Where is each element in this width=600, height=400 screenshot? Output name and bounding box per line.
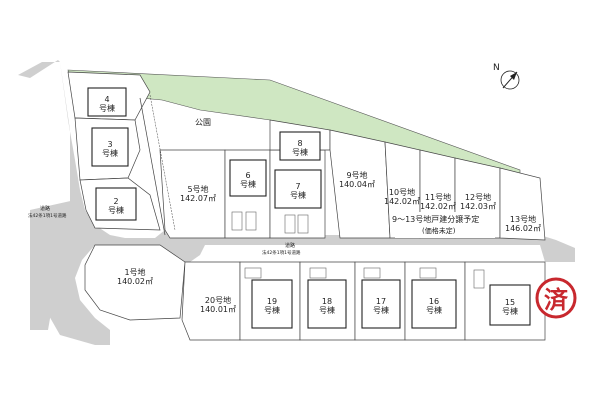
road-label-center: 道路 <box>285 242 295 249</box>
house-19-footprint <box>251 279 293 329</box>
house-number-19: 19 <box>267 297 277 306</box>
plot-name-1: 1号地 <box>124 267 145 277</box>
schedule-note: 9〜13号地戸建分譲予定 <box>392 214 479 224</box>
house-6-footprint <box>229 159 267 197</box>
road-left-bend <box>30 200 75 330</box>
plot-name-12: 12号地 <box>465 192 491 202</box>
house-suffix-2: 号棟 <box>108 205 124 215</box>
schedule-band <box>395 212 495 238</box>
road-west <box>18 60 575 345</box>
parcel-20 <box>181 261 241 341</box>
house-number-6: 6 <box>245 171 250 180</box>
house-suffix-4: 号棟 <box>99 103 115 113</box>
plot-area-20: 140.01㎡ <box>200 305 236 314</box>
plot-area-13: 146.02㎡ <box>505 224 541 233</box>
plot-name-10: 10号地 <box>389 187 415 197</box>
house-suffix-6: 号棟 <box>240 179 256 189</box>
north-label: N <box>493 63 500 73</box>
parking-spot <box>245 211 257 231</box>
house-suffix-19: 号棟 <box>264 305 280 315</box>
parking-spot <box>419 267 437 279</box>
plot-area-12: 142.03㎡ <box>460 202 496 211</box>
plot-area-9: 140.04㎡ <box>339 180 375 189</box>
house-number-17: 17 <box>376 297 386 306</box>
parking-spot <box>244 267 262 279</box>
svg-text:済: 済 <box>544 286 569 314</box>
house-suffix-15: 号棟 <box>502 306 518 316</box>
plot-area-1: 140.02㎡ <box>117 277 153 286</box>
house-suffix-18: 号棟 <box>319 305 335 315</box>
house-15-footprint <box>489 284 531 326</box>
parking-spot <box>473 269 485 289</box>
house-7-footprint <box>274 169 322 209</box>
house-number-15: 15 <box>505 298 515 307</box>
house-number-4: 4 <box>104 95 109 104</box>
plot-name-13: 13号地 <box>510 214 536 224</box>
park-label: 公園 <box>195 118 211 127</box>
house-number-18: 18 <box>322 297 332 306</box>
parcel-1 <box>84 244 186 321</box>
house-2-footprint <box>95 187 137 221</box>
house-suffix-17: 号棟 <box>373 305 389 315</box>
parcel-13 <box>499 167 546 241</box>
house-suffix-16: 号棟 <box>426 305 442 315</box>
parking-spot <box>231 211 243 231</box>
house-number-16: 16 <box>429 297 439 306</box>
sold-stamp: 済 <box>535 277 577 319</box>
plot-area-10: 142.02㎡ <box>384 197 420 206</box>
house-18-footprint <box>307 279 347 329</box>
house-suffix-7: 号棟 <box>290 190 306 200</box>
price-note: (価格未定) <box>422 226 456 235</box>
site-boundary-line <box>139 97 166 236</box>
plot-name-5: 5号地 <box>187 184 208 194</box>
road-label-center-law: 法42条1項1号道路 <box>262 249 301 256</box>
plot-name-20: 20号地 <box>205 295 231 305</box>
plot-area-11: 142.02㎡ <box>420 202 456 211</box>
parking-spot <box>284 214 296 234</box>
parking-spot <box>297 214 309 234</box>
plot-area-5: 142.07㎡ <box>180 194 216 203</box>
road-label-west: 道路 <box>40 205 50 212</box>
house-8-footprint <box>279 131 321 161</box>
parking-spot <box>363 267 381 279</box>
house-suffix-8: 号棟 <box>292 147 308 157</box>
road-label-west-law: 法42条1項1号道路 <box>28 212 67 219</box>
house-number-2: 2 <box>113 197 118 206</box>
house-3-footprint <box>91 127 129 167</box>
plot-name-11: 11号地 <box>425 192 451 202</box>
house-suffix-3: 号棟 <box>102 148 118 158</box>
parcel-5 <box>159 149 226 239</box>
house-4-footprint <box>87 87 127 117</box>
site-boundary-line <box>149 94 176 231</box>
house-17-footprint <box>361 279 401 329</box>
house-number-3: 3 <box>107 140 112 149</box>
house-number-8: 8 <box>297 139 302 148</box>
house-16-footprint <box>411 279 457 329</box>
house-number-7: 7 <box>295 182 300 191</box>
parcel-9 <box>329 129 391 239</box>
north-compass <box>500 70 520 90</box>
plot-name-9: 9号地 <box>346 170 367 180</box>
parking-spot <box>309 267 327 279</box>
